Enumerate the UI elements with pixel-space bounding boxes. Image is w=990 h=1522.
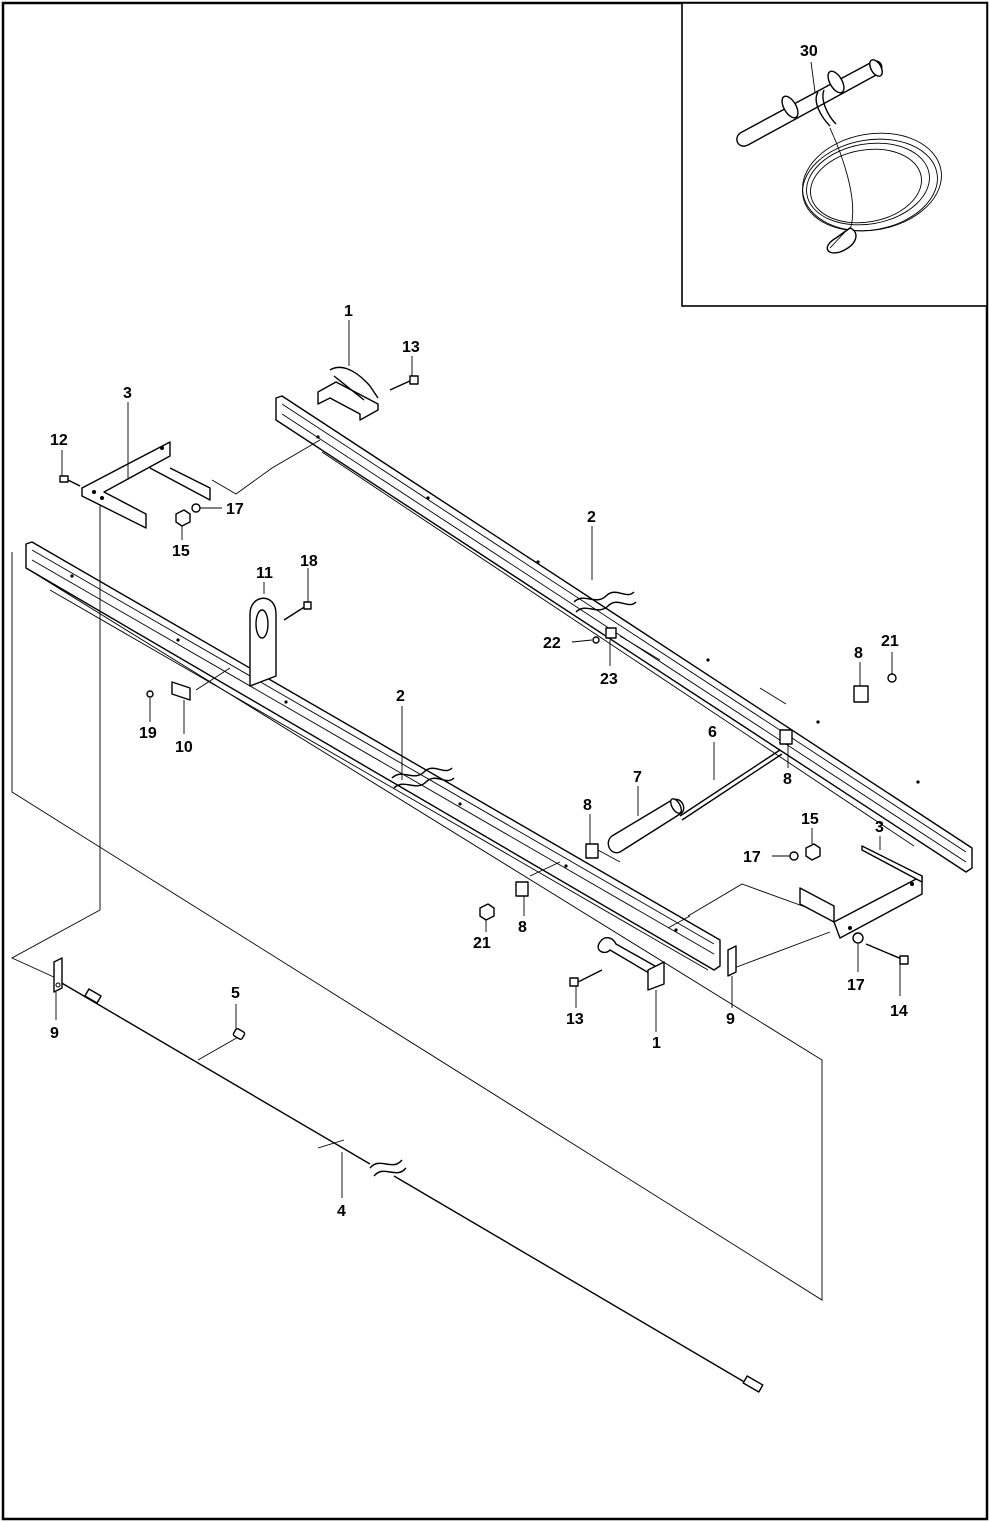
leader-lines: [10, 439, 831, 1301]
screw-18: [283, 601, 312, 621]
callout-23: 23: [600, 671, 618, 688]
washer-17-lower: [789, 851, 799, 861]
callout-1-lower: 1: [652, 1035, 661, 1052]
callout-13-lower: 13: [566, 1011, 584, 1028]
callout-8-right: 8: [854, 645, 863, 662]
callout-21-lower: 21: [473, 935, 491, 952]
plate-8-mid: [585, 843, 599, 859]
callout-6: 6: [708, 724, 717, 741]
callout-5: 5: [231, 985, 240, 1002]
callout-10: 10: [175, 739, 193, 756]
plate-10: [171, 681, 191, 701]
callout-8-mid: 8: [583, 797, 592, 814]
callout-17-bottom: 17: [847, 977, 865, 994]
plate-8-right: [853, 685, 869, 703]
bracket-3-lower: [799, 845, 923, 939]
callout-1-upper: 1: [344, 303, 353, 320]
nut-21-right: [887, 673, 897, 683]
callout-8-lower: 8: [518, 919, 527, 936]
handle-with-rope: [736, 59, 942, 254]
callout-2-lower: 2: [396, 688, 405, 705]
callout-22: 22: [543, 635, 561, 652]
callout-15-upper: 15: [172, 543, 190, 560]
washer-17-bottom: [852, 932, 864, 944]
callout-14: 14: [890, 1003, 908, 1020]
callout-2-upper: 2: [587, 509, 596, 526]
callout-13-upper: 13: [402, 339, 420, 356]
washer-17-upper: [191, 503, 201, 513]
nut-15-upper: [175, 509, 191, 527]
callout-4: 4: [337, 1203, 346, 1220]
callout-19: 19: [139, 725, 157, 742]
callout-7: 7: [633, 769, 642, 786]
callout-18: 18: [300, 553, 318, 570]
nut-21-lower: [479, 903, 495, 921]
rail-lower: [25, 541, 721, 971]
handle-1-lower: [597, 937, 665, 991]
inset-detail-box: [681, 2, 988, 307]
screw-14: [865, 943, 909, 965]
screw-12: [59, 475, 81, 487]
nut-15-lower: [805, 843, 821, 861]
rod-6: [679, 749, 783, 821]
callout-17-lower: 17: [743, 849, 761, 866]
callout-9-right: 9: [726, 1011, 735, 1028]
nut-19: [146, 690, 154, 698]
callout-30: 30: [800, 43, 818, 60]
handle-1-upper: [317, 366, 379, 421]
callout-3-upper: 3: [123, 385, 132, 402]
callout-12: 12: [50, 432, 68, 449]
callout-8-rod: 8: [783, 771, 792, 788]
tube-7: [607, 798, 685, 854]
screw-13-lower: [569, 969, 603, 987]
callout-9-left: 9: [50, 1025, 59, 1042]
rail-upper: [275, 395, 973, 873]
screw-13-upper: [389, 375, 419, 391]
callout-11: 11: [256, 565, 273, 582]
callout-21-right: 21: [881, 633, 899, 650]
callout-15-lower: 15: [801, 811, 819, 828]
screw-22: [592, 636, 600, 644]
callout-3-lower: 3: [875, 819, 884, 836]
plate-8-rod: [779, 729, 793, 745]
callout-labels: 30 1 13 3 12 17 15 2 11 18 22 23 8 21 19…: [50, 43, 908, 1220]
plate-11: [249, 597, 277, 687]
bracket-3-upper: [81, 441, 211, 529]
plate-8-lower: [515, 881, 529, 897]
clip-23: [605, 627, 617, 639]
callout-17-upper: 17: [226, 501, 244, 518]
callout-leaders: [55, 320, 901, 1198]
cable-assembly: [53, 957, 764, 1393]
clip-9-right: [727, 945, 737, 977]
